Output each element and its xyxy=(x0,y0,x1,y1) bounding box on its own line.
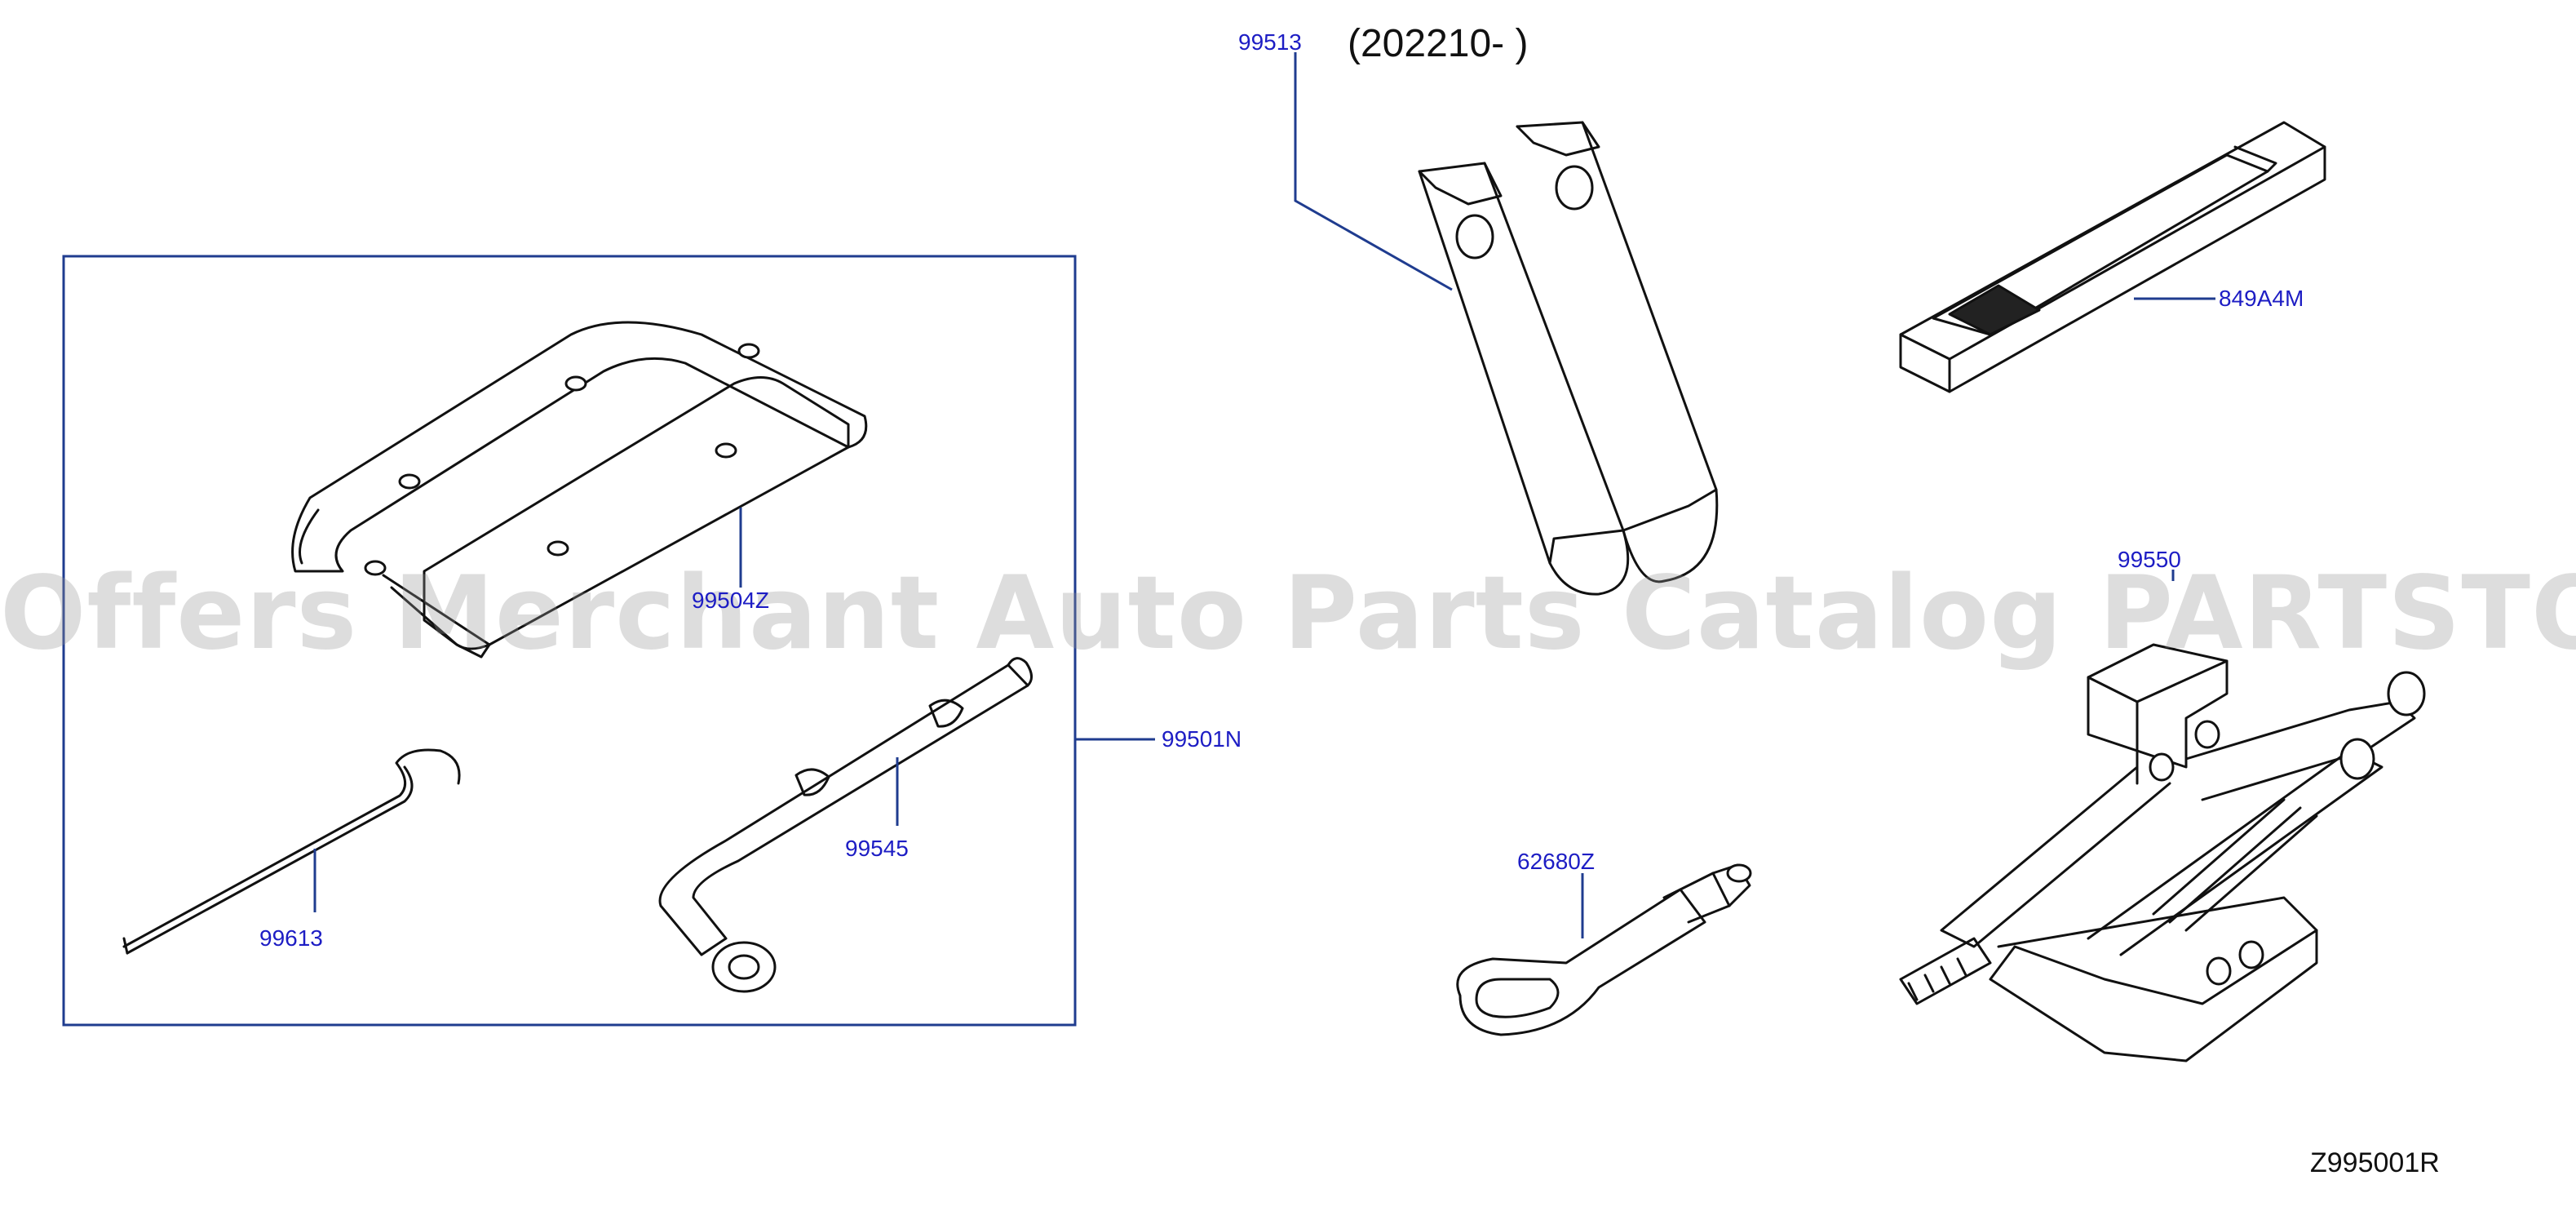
part-label-99545[interactable]: 99545 xyxy=(845,836,909,861)
towing-hook-drawing xyxy=(1456,863,1752,1036)
wheel-wrench-drawing xyxy=(658,657,1033,993)
leader-lines xyxy=(313,52,2215,938)
part-label-849A4M[interactable]: 849A4M xyxy=(2219,286,2304,311)
tool-bag-drawing xyxy=(1899,121,2326,393)
part-label-99550[interactable]: 99550 xyxy=(2118,547,2181,572)
date-note: (202210- ) xyxy=(1348,22,1529,65)
jack-holder-drawing xyxy=(1418,121,1719,596)
part-label-62680Z[interactable]: 62680Z xyxy=(1517,849,1595,874)
scissor-jack-drawing xyxy=(1899,643,2426,1062)
part-label-99504Z[interactable]: 99504Z xyxy=(692,588,769,613)
part-label-99501N[interactable]: 99501N xyxy=(1162,726,1242,752)
jack-tray-drawing xyxy=(291,321,868,659)
part-label-99513[interactable]: 99513 xyxy=(1238,29,1302,55)
hook-rod-drawing xyxy=(122,748,461,955)
part-label-99613[interactable]: 99613 xyxy=(259,925,323,951)
tool-kit-frame xyxy=(62,255,1077,1027)
watermark-text: Offers Merchant Auto Parts Catalog PARTS… xyxy=(0,555,2576,672)
drawing-code: Z995001R xyxy=(2310,1147,2440,1178)
